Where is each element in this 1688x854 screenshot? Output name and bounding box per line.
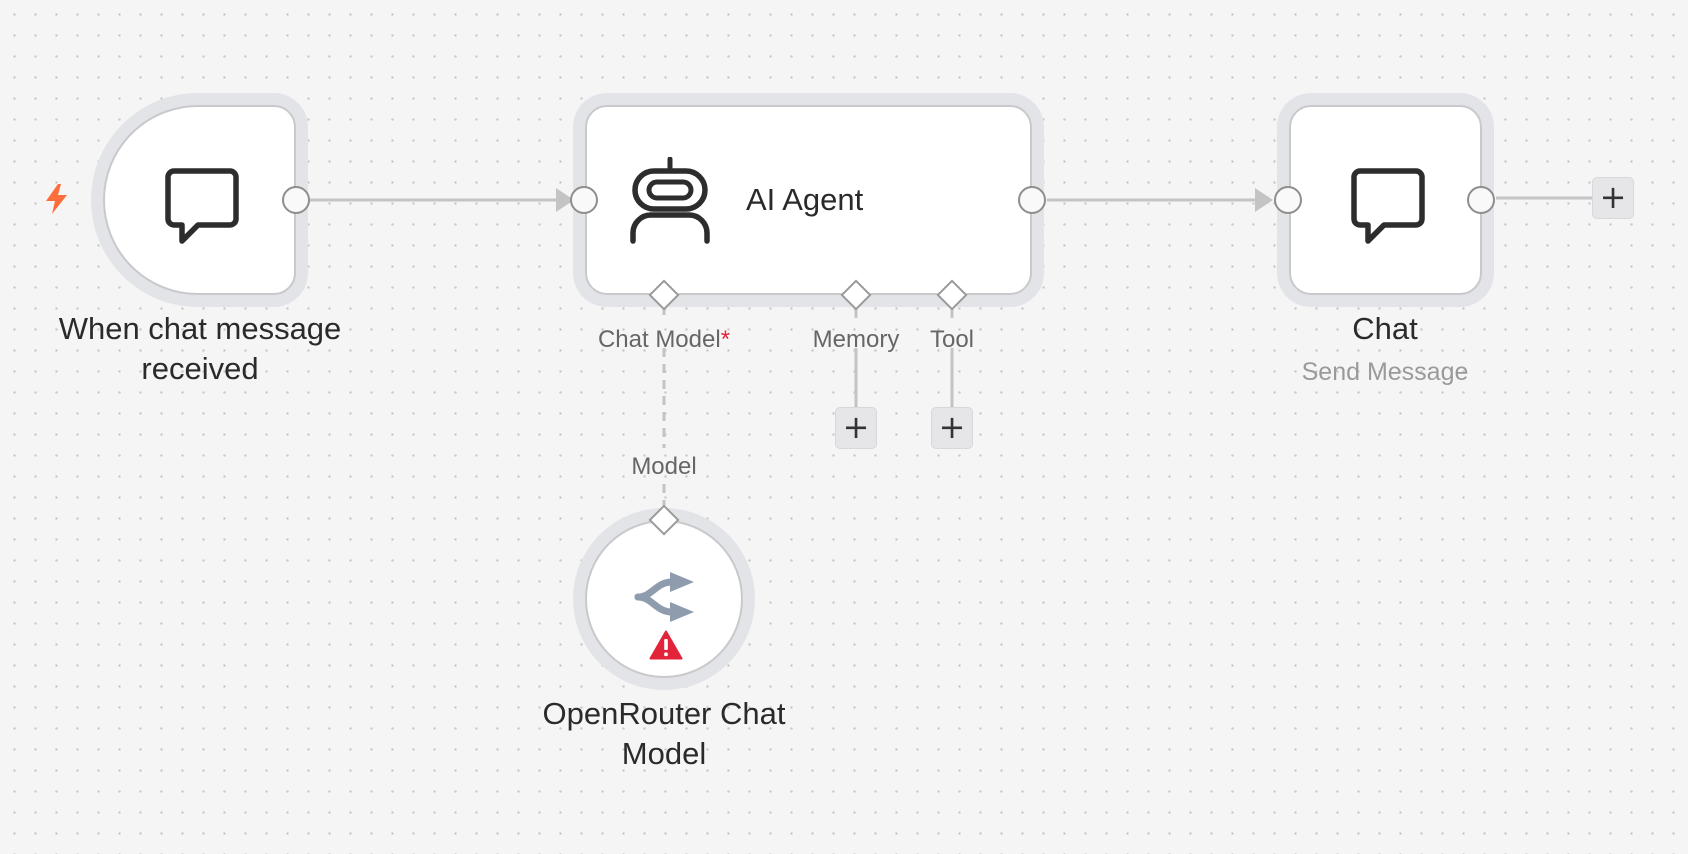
trigger-output-handle[interactable] xyxy=(282,186,310,214)
robot-icon xyxy=(630,157,710,244)
lightning-bolt-icon xyxy=(46,184,67,214)
chat-bubble-icon xyxy=(165,168,239,244)
openrouter-icon xyxy=(634,572,694,622)
chat-model-port-label: Chat Model* xyxy=(597,326,731,353)
connection-trigger-to-agent[interactable] xyxy=(310,188,574,212)
chat-input-handle[interactable] xyxy=(1274,186,1302,214)
ai-agent-input-handle[interactable] xyxy=(570,186,598,214)
model-port-label: Model xyxy=(631,453,697,480)
add-tool-button[interactable]: + xyxy=(931,407,973,449)
memory-port-label: Memory xyxy=(812,326,900,353)
tool-port-label: Tool xyxy=(929,326,975,353)
chat-node-title: Chat xyxy=(1352,311,1418,346)
trigger-node-title: When chat message received xyxy=(58,311,342,386)
openrouter-chat-model-node[interactable] xyxy=(585,520,743,678)
chat-output-handle[interactable] xyxy=(1467,186,1495,214)
add-memory-button[interactable]: + xyxy=(835,407,877,449)
ai-agent-title: AI Agent xyxy=(746,182,864,217)
ai-agent-node[interactable]: AI Agent xyxy=(585,105,1032,295)
warning-triangle-icon[interactable] xyxy=(649,630,683,660)
chat-bubble-icon xyxy=(1351,168,1425,244)
ai-agent-output-handle[interactable] xyxy=(1018,186,1046,214)
add-node-button[interactable]: + xyxy=(1592,177,1634,219)
trigger-node[interactable] xyxy=(103,105,296,295)
openrouter-node-title: OpenRouter Chat Model xyxy=(542,696,786,771)
chat-node[interactable] xyxy=(1289,105,1482,295)
required-asterisk: * xyxy=(720,326,731,353)
chat-node-subtitle: Send Message xyxy=(1301,358,1469,386)
connection-agent-to-chat[interactable] xyxy=(1047,188,1273,212)
